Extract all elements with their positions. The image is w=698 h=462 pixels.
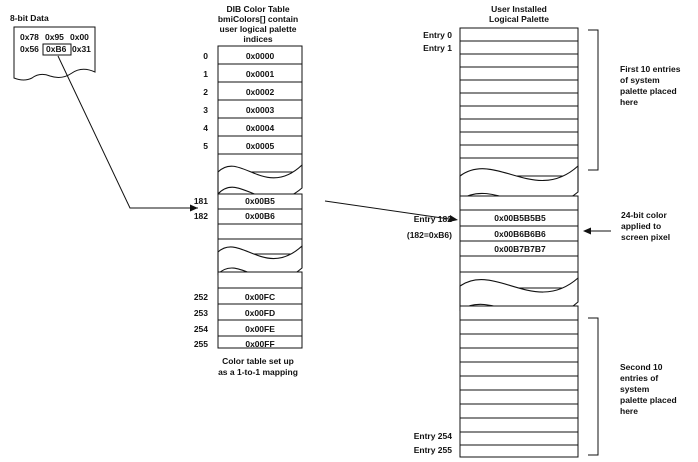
palette-entry-1-label: Entry 1 xyxy=(423,43,452,53)
palette-section-mid-rows xyxy=(460,209,578,273)
dib-index-3: 3 xyxy=(203,105,208,115)
dib-section-top-rows xyxy=(218,63,302,155)
dib-caption-line-1: Color table set up xyxy=(222,356,294,366)
source-data-box xyxy=(13,26,96,81)
palette-entry-182-label: Entry 182 xyxy=(414,214,453,224)
first-10-note-line-3: palette placed xyxy=(620,86,677,96)
second-10-note-line-5: here xyxy=(620,406,638,416)
first-10-note-line-1: First 10 entries xyxy=(620,64,681,74)
dib-title-line-3: user logical palette xyxy=(220,24,297,34)
dib-index-182: 182 xyxy=(194,211,208,221)
source-byte-1: 0x78 xyxy=(20,32,39,42)
second-10-note-line-3: system xyxy=(620,384,650,394)
palette-section-top-rows xyxy=(460,40,578,159)
dib-index-253: 253 xyxy=(194,308,208,318)
source-byte-3: 0x00 xyxy=(70,32,89,42)
dib-value-252: 0x00FC xyxy=(245,292,275,302)
dib-value-4: 0x0004 xyxy=(246,123,275,133)
dib-index-5: 5 xyxy=(203,141,208,151)
palette-value-b6: 0x00B6B6B6 xyxy=(494,229,546,239)
palette-title-line-2: Logical Palette xyxy=(489,14,549,24)
dib-index-181: 181 xyxy=(194,196,208,206)
dib-caption-line-2: as a 1-to-1 mapping xyxy=(218,367,298,377)
palette-value-b7: 0x00B7B7B7 xyxy=(494,244,546,254)
logical-palette-group: User Installed Logical Palette Entry 0 E… xyxy=(407,4,579,458)
dib-section-bottom-rows xyxy=(218,287,302,337)
second-10-note-line-1: Second 10 xyxy=(620,362,663,372)
dib-break-2 xyxy=(217,244,303,280)
first-10-note-line-4: here xyxy=(620,97,638,107)
first-10-bracket xyxy=(588,29,599,171)
color24-note-line-1: 24-bit color xyxy=(621,210,668,220)
dib-index-2: 2 xyxy=(203,87,208,97)
dib-index-1: 1 xyxy=(203,69,208,79)
second-10-note-line-4: palette placed xyxy=(620,395,677,405)
dib-title-line-2: bmiColors[] contain xyxy=(218,14,298,24)
palette-break-1 xyxy=(459,164,579,206)
palette-section-bottom-rows xyxy=(460,319,578,446)
dib-color-table-group: DIB Color Table bmiColors[] contain user… xyxy=(194,4,303,377)
dib-index-254: 254 xyxy=(194,324,208,334)
arrow-byte-to-dib xyxy=(57,55,198,212)
color24-note-group: 24-bit color applied to screen pixel xyxy=(583,210,670,242)
palette-section-mid xyxy=(459,195,579,289)
dib-title-line-1: DIB Color Table xyxy=(226,4,289,14)
dib-value-182: 0x00B6 xyxy=(245,211,275,221)
palette-section-top xyxy=(459,27,579,177)
source-byte-2: 0x95 xyxy=(45,32,64,42)
dib-section-top xyxy=(217,45,303,173)
palette-value-b5: 0x00B5B5B5 xyxy=(494,213,546,223)
dib-value-181: 0x00B5 xyxy=(245,196,275,206)
source-byte-5-highlighted: 0xB6 xyxy=(46,44,67,54)
source-title: 8-bit Data xyxy=(10,13,49,23)
palette-section-bottom xyxy=(459,305,579,458)
first-10-note-group: First 10 entries of system palette place… xyxy=(588,29,681,171)
source-byte-6: 0x31 xyxy=(72,44,91,54)
dib-index-252: 252 xyxy=(194,292,208,302)
dib-section-bottom xyxy=(217,271,303,349)
dib-index-4: 4 xyxy=(203,123,208,133)
dib-value-5: 0x0005 xyxy=(246,141,275,151)
palette-entry-182-note: (182=0xB6) xyxy=(407,230,452,240)
dib-value-2: 0x0002 xyxy=(246,87,275,97)
second-10-note-group: Second 10 entries of system palette plac… xyxy=(588,317,677,456)
dib-section-mid-rows xyxy=(218,208,302,240)
highlighted-byte-box xyxy=(42,43,72,56)
dib-value-1: 0x0001 xyxy=(246,69,275,79)
color24-note-line-3: screen pixel xyxy=(621,232,670,242)
palette-entry-0-label: Entry 0 xyxy=(423,30,452,40)
dib-value-253: 0x00FD xyxy=(245,308,275,318)
dib-break-1 xyxy=(217,163,303,200)
dib-value-3: 0x0003 xyxy=(246,105,275,115)
second-10-bracket xyxy=(588,317,599,456)
palette-entry-254-label: Entry 254 xyxy=(414,431,453,441)
dib-index-255: 255 xyxy=(194,339,208,349)
palette-entry-255-label: Entry 255 xyxy=(414,445,453,455)
first-10-note-line-2: of system xyxy=(620,75,660,85)
source-byte-4: 0x56 xyxy=(20,44,39,54)
color24-note-line-2: applied to xyxy=(621,221,661,231)
arrow-dib-to-palette xyxy=(324,200,458,222)
dib-index-0: 0 xyxy=(203,51,208,61)
dib-title-line-4: indices xyxy=(243,34,273,44)
palette-title-line-1: User Installed xyxy=(491,4,547,14)
second-10-note-line-2: entries of xyxy=(620,373,658,383)
source-data-group: 8-bit Data 0x78 0x95 0x00 0x56 0xB6 0x31 xyxy=(10,13,96,81)
dib-value-255: 0x00FF xyxy=(245,339,274,349)
dib-value-254: 0x00FE xyxy=(245,324,275,334)
dib-value-0: 0x0000 xyxy=(246,51,275,61)
